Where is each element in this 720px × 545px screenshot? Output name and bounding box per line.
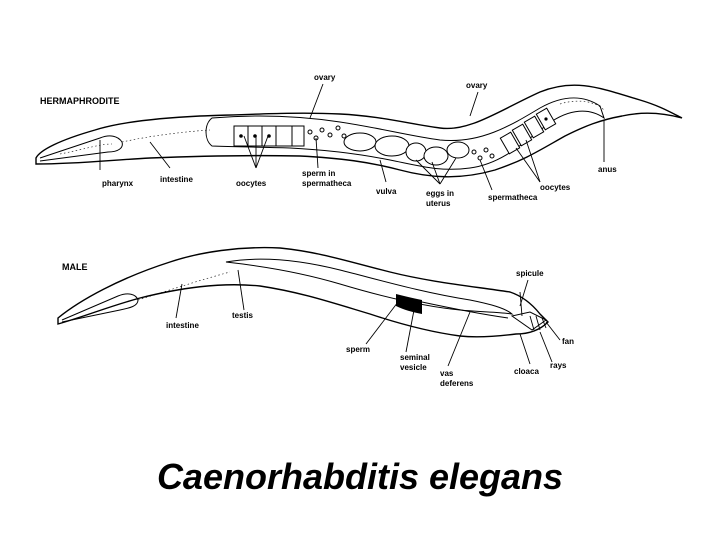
intestine-dots: [121, 129, 211, 143]
label-oocytes-left: oocytes: [236, 179, 267, 188]
label-vas-2: deferens: [440, 379, 474, 388]
label-pharynx: pharynx: [102, 179, 134, 188]
hermaphrodite-figure: HERMAPHRODITE: [35, 73, 683, 208]
label-anus: anus: [598, 165, 617, 174]
vas-deferens-line: [421, 301, 509, 319]
male-figure: MALE in: [57, 246, 574, 388]
label-sperm-male: sperm: [346, 345, 370, 354]
male-heading: MALE: [62, 262, 88, 272]
label-sperm-in-1: sperm in: [302, 169, 335, 178]
label-intestine-male: intestine: [166, 321, 199, 330]
distal-ovary-dots: [559, 100, 605, 111]
label-seminal-2: vesicle: [400, 363, 427, 372]
male-tail-structures: [510, 291, 547, 331]
oocytes-left-cells: [233, 125, 305, 147]
hermaphrodite-gonad-tube: [205, 97, 605, 170]
label-spermatheca: spermatheca: [488, 193, 538, 202]
sperm-cluster-right: [471, 147, 495, 161]
male-testis-tube: [225, 258, 514, 315]
label-cloaca: cloaca: [514, 367, 539, 376]
label-seminal-1: seminal: [400, 353, 430, 362]
label-spicule: spicule: [516, 269, 544, 278]
hermaphrodite-leader-lines: [99, 83, 605, 191]
label-vulva: vulva: [376, 187, 397, 196]
hermaphrodite-heading: HERMAPHRODITE: [40, 96, 120, 106]
eggs-in-uterus: [343, 132, 470, 166]
label-intestine-herm: intestine: [160, 175, 193, 184]
label-eggs-in-1: eggs in: [426, 189, 454, 198]
label-sperm-in-2: spermatheca: [302, 179, 352, 188]
label-fan: fan: [562, 337, 574, 346]
label-testis: testis: [232, 311, 253, 320]
label-ovary-right: ovary: [466, 81, 488, 90]
male-body-outline: [57, 246, 549, 338]
label-eggs-in-2: uterus: [426, 199, 451, 208]
label-ovary-left: ovary: [314, 73, 336, 82]
male-intestine-dots: [137, 271, 231, 301]
label-rays: rays: [550, 361, 567, 370]
seminal-vesicle-shading: [396, 294, 422, 314]
label-vas-1: vas: [440, 369, 454, 378]
sperm-cluster-left: [307, 125, 347, 141]
label-oocytes-right: oocytes: [540, 183, 571, 192]
slide-title: Caenorhabditis elegans: [156, 456, 564, 497]
male-leader-lines: [175, 269, 561, 367]
